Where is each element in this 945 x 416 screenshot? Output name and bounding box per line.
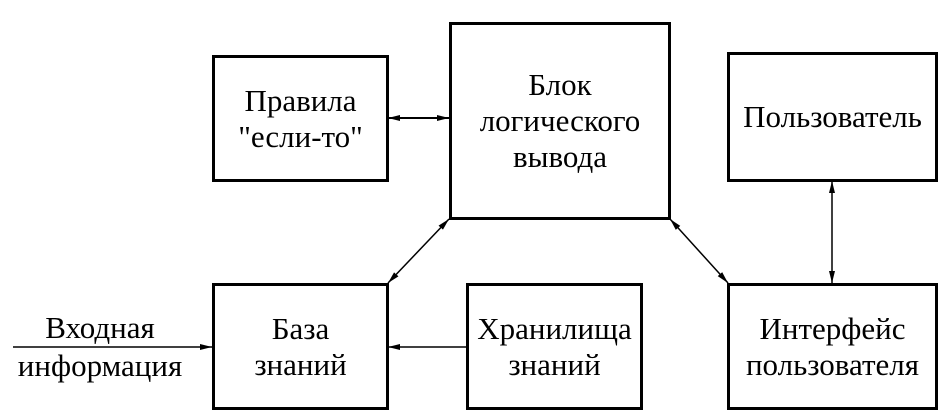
storage-label-1: Хранилища [477, 310, 632, 346]
user-interface-box: Интерфейс пользователя [727, 283, 938, 410]
rules-box: Правила "если-то" [212, 55, 389, 182]
rules-label-2: "если-то" [238, 118, 363, 154]
kb-label-2: знаний [254, 346, 347, 382]
inference-label-1: Блок [528, 67, 592, 102]
user-box: Пользователь [727, 52, 938, 182]
inference-label-2: логического [479, 103, 641, 138]
arrow-inference-interface [669, 218, 729, 284]
storage-label-2: знаний [508, 346, 601, 382]
interface-label-1: Интерфейс [759, 310, 906, 346]
inference-label-3: вывода [512, 139, 608, 174]
input-label-2: информация [17, 348, 183, 383]
kb-label-1: База [271, 310, 330, 346]
input-information-label: Входная информация [0, 310, 200, 384]
input-label-1: Входная [45, 310, 155, 345]
knowledge-storage-box: Хранилища знаний [466, 283, 643, 410]
inference-box: Блок логического вывода [449, 22, 671, 220]
arrow-inference-kb [387, 218, 450, 284]
user-label: Пользователь [743, 99, 922, 134]
rules-label-1: Правила [244, 82, 357, 118]
interface-label-2: пользователя [745, 346, 920, 382]
knowledge-base-box: База знаний [212, 283, 389, 410]
